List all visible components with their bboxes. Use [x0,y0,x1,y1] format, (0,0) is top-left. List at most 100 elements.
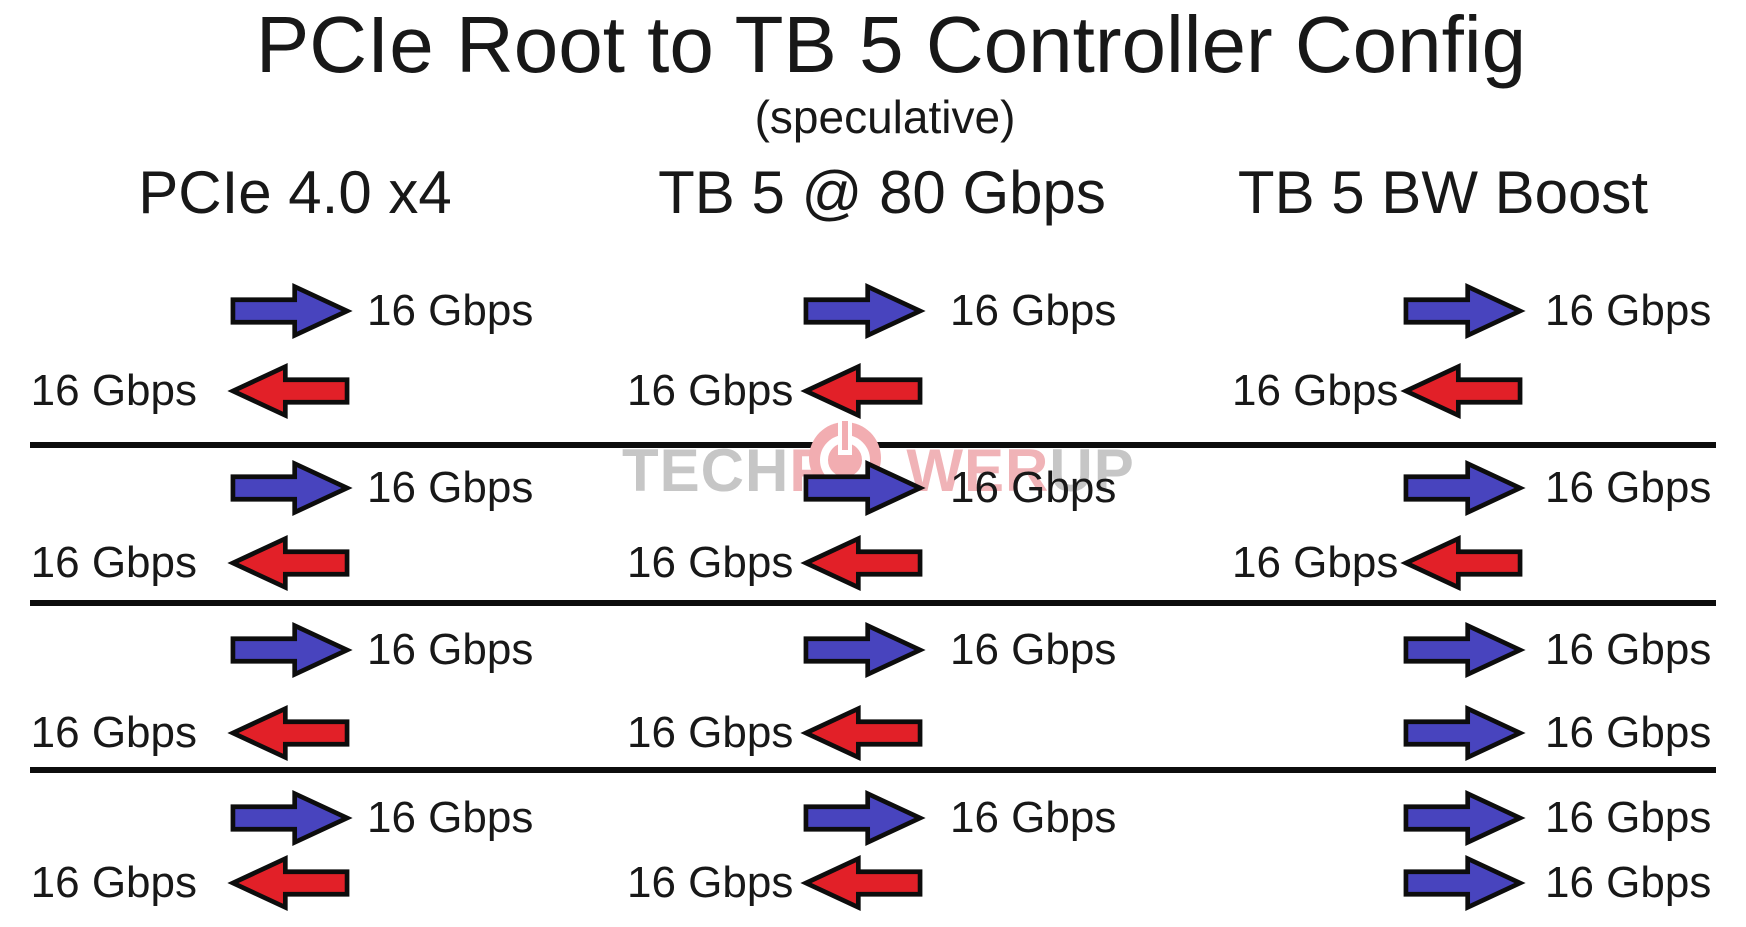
flow-left-arrow-icon [800,855,923,911]
flow-left-arrow-icon [227,363,350,419]
bandwidth-label: 16 Gbps [30,858,197,907]
flow-left-arrow-icon [800,535,923,591]
bandwidth-label: 16 Gbps [1545,858,1712,907]
link-row: 16 Gbps [1160,621,1746,679]
bandwidth-label: 16 Gbps [30,366,197,415]
flow-right-arrow-icon [1403,855,1526,911]
link-row: 16 Gbps [560,459,1160,517]
flow-right-arrow-icon [1403,460,1526,516]
flow-right-arrow-icon [803,790,926,846]
flow-left-arrow-icon [227,535,350,591]
link-row: 16 Gbps [1160,534,1746,592]
bandwidth-label: 16 Gbps [950,793,1117,842]
column-header-tb5-bw-boost: TB 5 BW Boost [1237,159,1649,226]
flow-right-arrow-icon [803,283,926,339]
link-row: 16 Gbps [1160,362,1746,420]
bandwidth-label: 16 Gbps [367,463,534,512]
flow-right-arrow-icon [1403,622,1526,678]
bandwidth-label: 16 Gbps [367,286,534,335]
flow-left-arrow-icon [227,855,350,911]
lane-cell: 16 Gbps 16 Gbps [1160,606,1746,767]
lane-cell: 16 Gbps 16 Gbps [0,448,560,600]
link-row: 16 Gbps [560,362,1160,420]
bandwidth-label: 16 Gbps [367,793,534,842]
link-row: 16 Gbps [0,282,560,340]
bandwidth-label: 16 Gbps [1545,793,1712,842]
link-row: 16 Gbps [0,621,560,679]
bandwidth-label: 16 Gbps [627,538,794,587]
link-row: 16 Gbps [560,854,1160,912]
link-row: 16 Gbps [0,362,560,420]
flow-right-arrow-icon [803,622,926,678]
flow-left-arrow-icon [1400,363,1523,419]
flow-right-arrow-icon [803,460,926,516]
bandwidth-label: 16 Gbps [30,708,197,757]
bandwidth-label: 16 Gbps [1545,463,1712,512]
link-row: 16 Gbps [560,621,1160,679]
lane-divider-line [30,767,1716,773]
lane-cell: 16 Gbps 16 Gbps [560,232,1160,442]
link-row: 16 Gbps [1160,789,1746,847]
flow-right-arrow-icon [230,790,353,846]
link-row: 16 Gbps [0,789,560,847]
bandwidth-label: 16 Gbps [1232,538,1399,587]
bandwidth-label: 16 Gbps [1545,286,1712,335]
flow-right-arrow-icon [1403,283,1526,339]
lane-cell: 16 Gbps 16 Gbps [0,773,560,927]
watermark-text-up: UP [1049,437,1135,504]
lane-cell: 16 Gbps 16 Gbps [0,606,560,767]
diagram-subtitle: (speculative) [754,91,1016,143]
watermark-text-wer: WER [906,437,1050,504]
lane-cell: 16 Gbps 16 Gbps [0,232,560,442]
flow-right-arrow-icon [230,283,353,339]
link-row: 16 Gbps [1160,282,1746,340]
lane-cell: 16 Gbps 16 Gbps [1160,232,1746,442]
link-row: 16 Gbps [0,534,560,592]
bandwidth-label: 16 Gbps [627,858,794,907]
bandwidth-label: 16 Gbps [1232,366,1399,415]
lane-cell: 16 Gbps 16 Gbps [560,606,1160,767]
link-row: 16 Gbps [1160,854,1746,912]
bandwidth-label: 16 Gbps [627,708,794,757]
flow-left-arrow-icon [800,705,923,761]
column-header-pcie: PCIe 4.0 x4 [138,159,452,226]
diagram-title: PCIe Root to TB 5 Controller Config [255,0,1527,89]
link-row: 16 Gbps [560,534,1160,592]
link-row: 16 Gbps [560,704,1160,762]
flow-right-arrow-icon [230,622,353,678]
lane-divider-line [30,600,1716,606]
link-row: 16 Gbps [0,854,560,912]
flow-left-arrow-icon [1400,535,1523,591]
lane-cell: 16 Gbps 16 Gbps [1160,448,1746,600]
bandwidth-label: 16 Gbps [1545,708,1712,757]
flow-left-arrow-icon [227,705,350,761]
link-row: 16 Gbps [0,459,560,517]
bandwidth-label: 16 Gbps [950,286,1117,335]
lane-cell: 16 Gbps 16 Gbps [560,773,1160,927]
flow-left-arrow-icon [800,363,923,419]
link-row: 16 Gbps [1160,704,1746,762]
bandwidth-label: 16 Gbps [627,366,794,415]
bandwidth-label: 16 Gbps [950,463,1117,512]
link-row: 16 Gbps [560,789,1160,847]
flow-right-arrow-icon [1403,790,1526,846]
bandwidth-label: 16 Gbps [30,538,197,587]
link-row: 16 Gbps [1160,459,1746,517]
column-header-tb5-80gbps: TB 5 @ 80 Gbps [658,159,1106,226]
flow-right-arrow-icon [1403,705,1526,761]
bandwidth-label: 16 Gbps [950,625,1117,674]
flow-right-arrow-icon [230,460,353,516]
bandwidth-label: 16 Gbps [367,625,534,674]
lane-cell: 16 Gbps 16 Gbps [560,448,1160,600]
link-row: 16 Gbps [0,704,560,762]
column-headers: PCIe 4.0 x4 TB 5 @ 80 Gbps TB 5 BW Boost [0,158,1746,227]
bandwidth-label: 16 Gbps [1545,625,1712,674]
watermark-text-tech: TECH [622,437,790,504]
link-row: 16 Gbps [560,282,1160,340]
